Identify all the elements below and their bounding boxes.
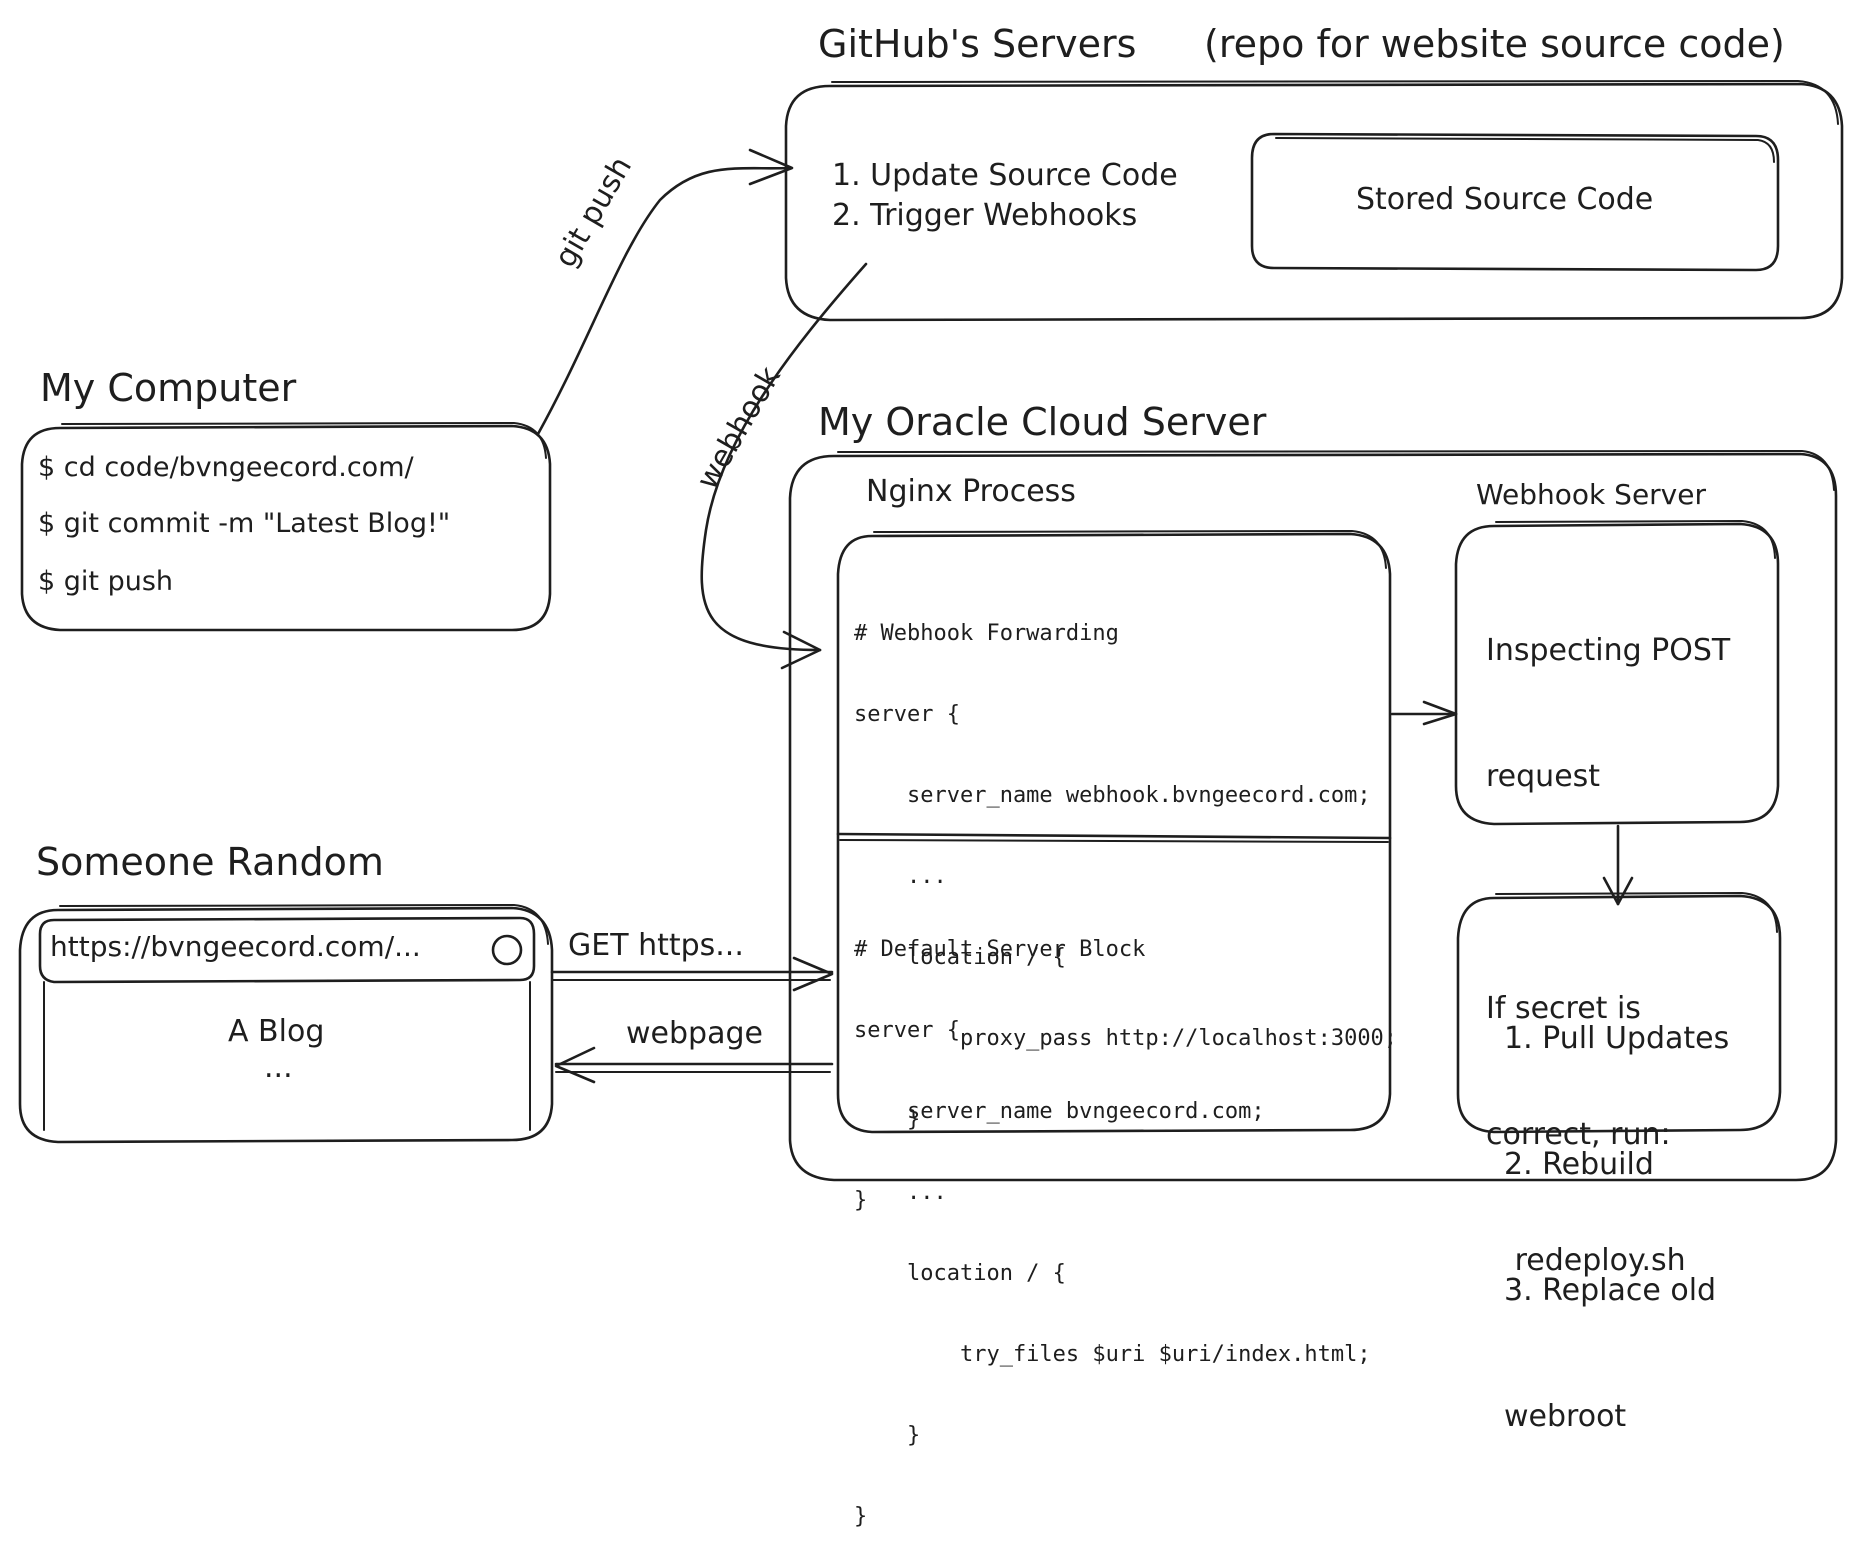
my-computer-title: My Computer xyxy=(40,366,297,410)
redeploy-step: 1. Pull Updates xyxy=(1504,1021,1730,1056)
webhook-forwarding-block: # Webhook Forwarding server { server_nam… xyxy=(854,566,1397,1241)
nginx-divider xyxy=(836,832,1392,840)
github-servers-title: GitHub's Servers xyxy=(818,22,1137,66)
github-step-1: 1. Update Source Code xyxy=(832,158,1178,193)
code-line: server_name webhook.bvngeecord.com; xyxy=(854,783,1371,808)
nginx-process-title: Nginx Process xyxy=(866,474,1076,509)
redeploy-step: 2. Rebuild xyxy=(1504,1147,1654,1182)
my-computer-box xyxy=(20,424,552,632)
code-line: server_name bvngeecord.com; xyxy=(854,1099,1265,1124)
redeploy-steps-text: 1. Pull Updates 2. Rebuild 3. Replace ol… xyxy=(1504,934,1729,1480)
code-line: } xyxy=(854,1423,921,1448)
webpage-label: webpage xyxy=(626,1016,763,1051)
code-line: location / { xyxy=(854,1261,1066,1286)
git-push-arrow xyxy=(536,166,792,436)
browser-window-box xyxy=(18,906,554,1144)
code-line: server { xyxy=(854,702,960,727)
browser-url[interactable]: https://bvngeecord.com/... xyxy=(50,930,421,963)
inspect-box xyxy=(1454,522,1780,826)
get-request-label: GET https... xyxy=(568,928,744,963)
code-line: try_files $uri $uri/index.html; xyxy=(854,1342,1371,1367)
inspect-line: Inspecting POST xyxy=(1486,633,1731,668)
redeploy-step: webroot xyxy=(1504,1399,1627,1434)
inspect-line: If secret is xyxy=(1486,991,1641,1026)
command-line-3: $ git push xyxy=(38,566,173,597)
webhook-arrow xyxy=(700,262,868,652)
someone-random-title: Someone Random xyxy=(36,840,384,884)
github-step-2: 2. Trigger Webhooks xyxy=(832,198,1138,233)
default-server-block: # Default Server Block server { server_n… xyxy=(854,882,1371,1557)
inspect-line: correct, run: xyxy=(1486,1117,1671,1152)
code-line: location / { xyxy=(854,945,1066,970)
webhook-server-title: Webhook Server xyxy=(1476,478,1706,511)
code-line: # Webhook Forwarding xyxy=(854,621,1119,646)
code-line: # Default Server Block xyxy=(854,937,1146,962)
inspect-line xyxy=(1486,882,1730,904)
nginx-process-box xyxy=(836,532,1392,1134)
github-servers-box xyxy=(784,82,1844,322)
code-line: server { xyxy=(854,1018,960,1043)
browser-refresh-icon[interactable] xyxy=(491,934,523,966)
oracle-server-title: My Oracle Cloud Server xyxy=(818,400,1267,444)
code-line: } xyxy=(854,1107,921,1132)
code-line: proxy_pass http://localhost:3000; xyxy=(854,1026,1398,1051)
url-bar-box xyxy=(38,916,536,984)
command-line-1: $ cd code/bvngeecord.com/ xyxy=(38,452,414,483)
stored-source-code-label: Stored Source Code xyxy=(1356,182,1654,217)
stored-source-code-box xyxy=(1250,132,1780,272)
code-line: } xyxy=(854,1504,868,1529)
command-line-2: $ git commit -m "Latest Blog!" xyxy=(38,508,451,539)
diagram-canvas xyxy=(18,80,1844,1182)
blog-page-title: A Blog xyxy=(228,1014,325,1049)
code-line: ... xyxy=(854,1180,947,1205)
github-servers-subtitle: (repo for website source code) xyxy=(1204,22,1785,66)
code-line: ... xyxy=(854,864,947,889)
blog-page-more: ... xyxy=(264,1050,293,1085)
redeploy-step: 3. Replace old xyxy=(1504,1273,1717,1308)
inspect-line: request xyxy=(1486,759,1601,794)
redeploy-steps-box xyxy=(1456,894,1782,1134)
